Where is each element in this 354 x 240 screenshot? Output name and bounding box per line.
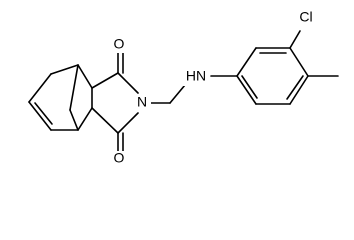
bond-ar6 [236,75,257,105]
molecule-structure: Cl HN N O O [28,9,339,167]
label-bg-o-bottom [110,151,128,167]
bond-c2-c3-double [34,102,53,125]
bridge-top [69,64,79,111]
norbornene-ring [28,64,93,131]
atom-label-n: N [137,94,147,110]
bridge-bottom [69,109,79,131]
atom-label-o-top: O [114,36,125,52]
bond-ar3 [289,47,309,77]
bond-co-bottom-cb [91,107,119,134]
atom-label-nh: HN [186,68,206,84]
bond-cl [289,30,301,49]
bond-c2-c3 [28,101,52,131]
atom-label-o-bottom: O [114,150,125,166]
bond-ar1 [236,47,257,77]
structure-canvas: Cl HN N O O [28,9,339,167]
atom-labels: Cl HN N O O [110,9,320,167]
bond-c1-c2 [28,73,52,103]
bond-ca-co-top [91,72,119,89]
bond-c4-c5 [77,107,93,131]
bond-co-top-n [117,72,139,94]
bond-c6-c1 [77,64,93,89]
bond-c1-ctop [50,64,79,75]
bond-ar6-inner [241,75,258,99]
bond-n-co-bottom [117,112,139,134]
label-bg-n [133,95,151,111]
label-bg-o-top [110,37,128,53]
imide-ring [91,49,139,155]
label-bg-cl [292,9,320,27]
bond-ar4 [289,75,309,105]
aryl-ring [210,30,339,105]
atom-label-cl: Cl [299,9,312,25]
bond-ar4-inner [286,75,304,100]
label-bg-nh [182,68,210,86]
